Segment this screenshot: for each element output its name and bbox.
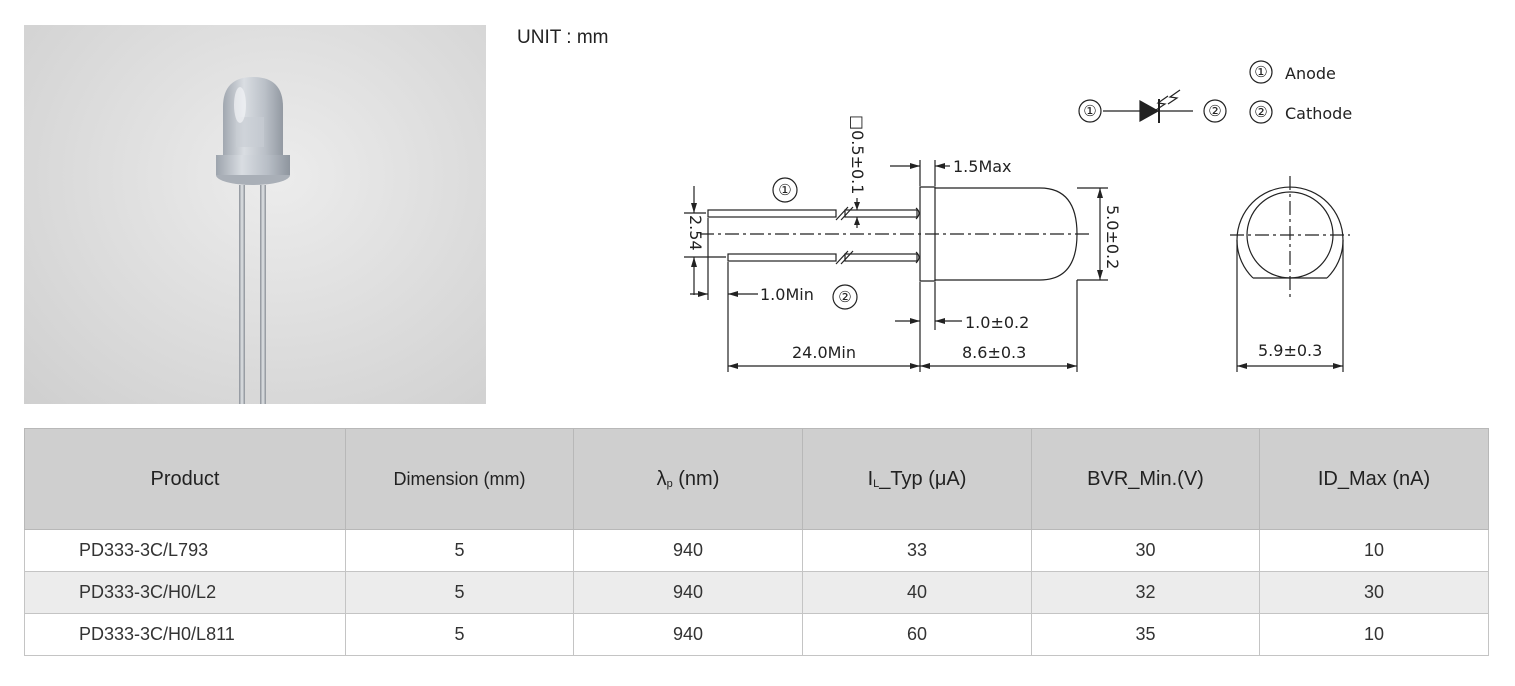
cell-light-current: 40 — [802, 571, 1032, 614]
dim-body-length: 8.6±0.3 — [962, 343, 1026, 362]
cell-product: PD333-3C/H0/L811 — [24, 613, 346, 656]
spec-table: Product Dimension (mm) λp (nm) IL_Typ (μ… — [24, 428, 1489, 656]
lead-right — [260, 185, 266, 404]
cell-product: PD333-3C/L793 — [24, 529, 346, 572]
dim-flange: 1.5Max — [953, 157, 1012, 176]
header-dimension: Dimension (mm) — [345, 428, 574, 530]
cell-wavelength: 940 — [573, 613, 803, 656]
table-row: PD333-3C/H0/L2 5 940 40 32 30 — [24, 571, 1489, 614]
cell-dimension: 5 — [345, 613, 574, 656]
cell-dark-current: 10 — [1259, 529, 1489, 572]
legend-cathode-number: ② — [1254, 103, 1268, 121]
cell-bvr: 30 — [1031, 529, 1260, 572]
lead2-number: ② — [838, 288, 852, 306]
cell-light-current: 33 — [802, 529, 1032, 572]
header-bvr: BVR_Min.(V) — [1031, 428, 1260, 530]
dim-flange-diameter: 5.9±0.3 — [1258, 341, 1322, 360]
lead-left — [239, 185, 245, 404]
cell-product: PD333-3C/H0/L2 — [24, 571, 346, 614]
lead1-number: ① — [778, 181, 792, 199]
cell-bvr: 32 — [1031, 571, 1260, 614]
table-row: PD333-3C/L793 5 940 33 30 10 — [24, 529, 1489, 572]
table-header-row: Product Dimension (mm) λp (nm) IL_Typ (μ… — [24, 428, 1489, 530]
schematic-pin2-number: ② — [1208, 102, 1222, 120]
dim-lead-length: 24.0Min — [792, 343, 856, 362]
table-row: PD333-3C/H0/L811 5 940 60 35 10 — [24, 613, 1489, 656]
dim-body-diameter: 5.0±0.2 — [1103, 205, 1122, 269]
header-dark-current: ID_Max (nA) — [1259, 428, 1489, 530]
cell-bvr: 35 — [1031, 613, 1260, 656]
product-photo — [24, 25, 486, 404]
legend-anode-label: Anode — [1285, 64, 1336, 83]
schematic-pin1-number: ① — [1083, 102, 1097, 120]
photodiode-illustration — [216, 77, 290, 404]
cell-dark-current: 10 — [1259, 613, 1489, 656]
header-product: Product — [24, 428, 346, 530]
cell-wavelength: 940 — [573, 529, 803, 572]
dim-lead-square: □0.5±0.1 — [848, 115, 867, 194]
legend-cathode-label: Cathode — [1285, 104, 1352, 123]
cell-light-current: 60 — [802, 613, 1032, 656]
cell-wavelength: 940 — [573, 571, 803, 614]
legend-anode-number: ① — [1254, 63, 1268, 81]
dim-lead-min: 1.0Min — [760, 285, 814, 304]
dimension-drawing: Anode Cathode 1.5Max 1.0Min 1.0±0.2 24.0… — [684, 60, 1352, 372]
cell-dimension: 5 — [345, 529, 574, 572]
cell-dark-current: 30 — [1259, 571, 1489, 614]
header-wavelength: λp (nm) — [573, 428, 803, 530]
header-light-current: IL_Typ (μA) — [802, 428, 1032, 530]
dim-standoff: 1.0±0.2 — [965, 313, 1029, 332]
cell-dimension: 5 — [345, 571, 574, 614]
dim-pitch: 2.54 — [686, 215, 705, 251]
unit-label: UNIT : mm — [517, 27, 609, 48]
